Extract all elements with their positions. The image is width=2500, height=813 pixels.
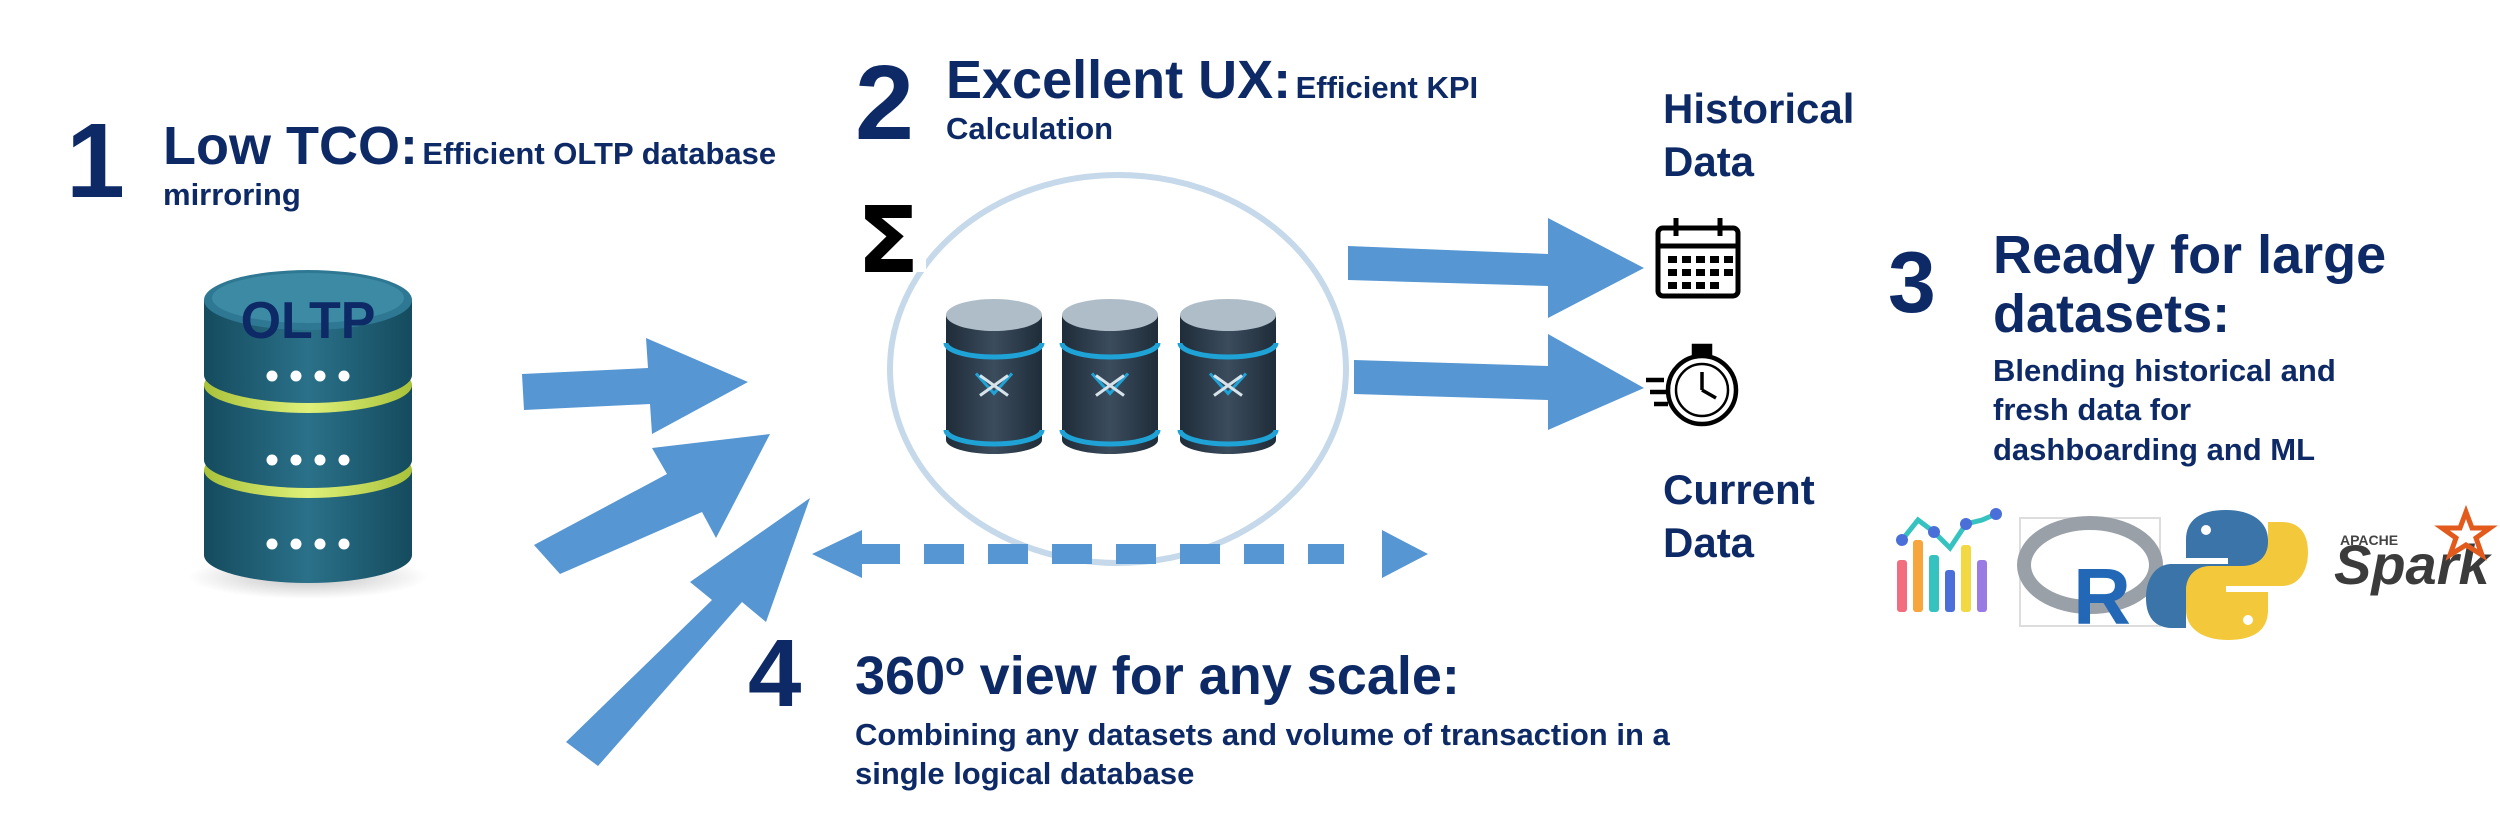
arrow-diagonal-2 <box>566 498 810 766</box>
section2-heading: Excellent UX: Efficient KPI Calculation <box>946 52 1566 148</box>
section1-title: Low TCO: <box>163 116 418 176</box>
section2-title: Excellent UX: <box>946 50 1292 110</box>
section4-heading: 360o view for any scale: Combining any d… <box>855 646 1755 794</box>
database-icon <box>1059 299 1161 454</box>
outgoing-arrows <box>1348 218 1644 430</box>
svg-text:Spark: Spark <box>2334 533 2492 596</box>
calendar-icon <box>1655 218 1741 299</box>
section3-desc-line3: dashboarding and ML <box>1993 432 2316 468</box>
step-number-4: 4 <box>748 620 802 727</box>
historical-data-label: Historical Data <box>1663 85 1855 186</box>
database-icon <box>1177 299 1279 454</box>
section3-title-line1: Ready for large <box>1993 225 2387 285</box>
section4-desc-line2: single logical database <box>855 756 1195 792</box>
incoming-arrows <box>522 338 810 766</box>
step-number-3: 3 <box>1888 235 1936 331</box>
current-data-label: Current Data <box>1663 466 1815 567</box>
section4-desc-line1: Combining any datasets and volume of tra… <box>855 716 1670 752</box>
r-logo: R <box>2017 516 2163 641</box>
step-number-2: 2 <box>855 44 914 162</box>
section2-subtitle-line2: Calculation <box>946 110 1114 146</box>
section1-subtitle-line2: mirroring <box>163 176 301 212</box>
arrow-to-historical <box>1348 218 1644 318</box>
oltp-label: OLTP <box>241 292 376 350</box>
database-icon <box>943 299 1045 454</box>
spark-logo: APACHE Spark <box>2334 504 2498 596</box>
chart-logo <box>1896 508 2002 612</box>
section3-title-line2: datasets: <box>1993 284 2231 345</box>
step-number-1: 1 <box>66 102 125 220</box>
section1-heading: Low TCO: Efficient OLTP database mirrori… <box>163 118 803 214</box>
svg-text:APACHE: APACHE <box>2340 532 2398 548</box>
section2-subtitle: Efficient KPI <box>1295 70 1479 105</box>
oltp-database-icon: OLTP <box>188 270 428 599</box>
arrow-straight <box>522 338 748 434</box>
section4-title: 360o view for any scale: <box>855 646 1460 706</box>
svg-text:R: R <box>2073 552 2131 641</box>
section1-subtitle: Efficient OLTP database <box>422 136 777 171</box>
section3-heading: Ready for large datasets: Blending histo… <box>1993 225 2493 470</box>
svg-text:Σ: Σ <box>857 187 920 294</box>
stopwatch-icon <box>1646 343 1739 427</box>
section3-desc-line2: fresh data for <box>1993 392 2192 428</box>
database-cluster <box>943 299 1279 454</box>
dashed-double-arrow <box>812 530 1428 578</box>
sigma-icon: Σ <box>850 187 926 294</box>
arrow-diagonal-1 <box>534 434 770 574</box>
python-logo <box>2146 510 2308 640</box>
section3-desc-line1: Blending historical and <box>1993 352 2336 388</box>
arrow-to-current <box>1354 334 1644 430</box>
